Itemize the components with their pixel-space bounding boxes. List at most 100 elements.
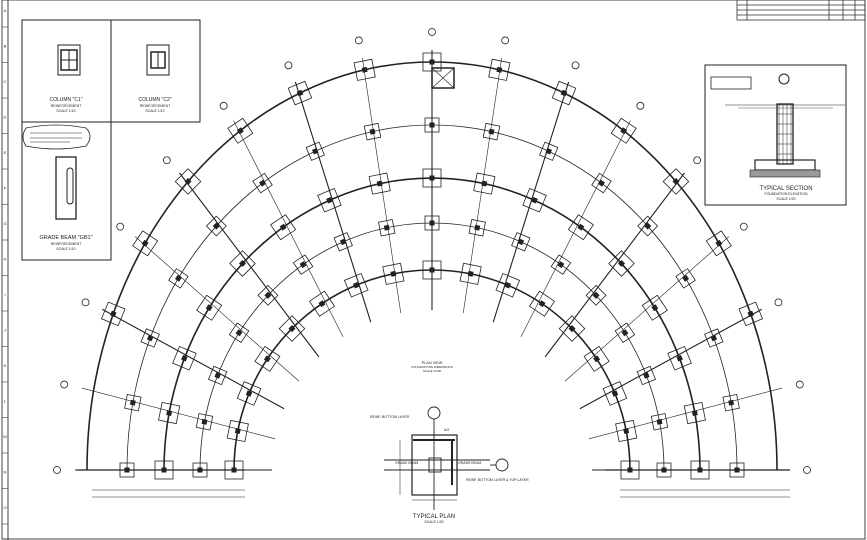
column-footing: [308, 290, 336, 317]
border-letter: K: [4, 363, 7, 368]
column-footing: [650, 413, 669, 431]
column: [611, 390, 619, 397]
grid-bubble: [116, 222, 125, 231]
column: [593, 355, 601, 363]
typical-section-scale: SCALE 1/20: [776, 197, 795, 201]
column: [429, 122, 435, 128]
column: [235, 329, 243, 337]
column: [201, 418, 208, 425]
column: [429, 59, 435, 65]
column-footing: [363, 122, 382, 141]
column: [621, 329, 629, 337]
column-footing: [567, 214, 594, 241]
column-footing: [550, 254, 572, 275]
column-footing: [495, 272, 521, 298]
column: [141, 239, 149, 247]
column-footing: [615, 419, 638, 443]
grid-bubble: [428, 28, 436, 36]
column-footing: [353, 58, 376, 81]
column: [259, 179, 267, 187]
column-footing: [195, 413, 214, 431]
column-c1-title: COLUMN "C1": [50, 97, 83, 103]
column-footing: [174, 168, 202, 195]
column: [166, 410, 173, 416]
column-footing: [591, 172, 612, 194]
column: [129, 399, 136, 406]
border-letter: C: [4, 79, 7, 84]
column: [184, 177, 192, 186]
plan-view-title: PLAN VIEW: [422, 361, 443, 365]
border-letter: H: [4, 257, 7, 262]
column-footing: [172, 345, 197, 371]
border-letter: O: [3, 505, 6, 510]
column: [181, 354, 188, 362]
grid-bubble: [162, 156, 171, 165]
typical-plan-detail: [384, 406, 509, 510]
column-footing: [667, 345, 692, 371]
column-footing: [610, 117, 637, 144]
column-footing: [539, 141, 559, 161]
column-footing: [378, 219, 396, 237]
column: [728, 399, 735, 406]
grid-bubble: [571, 61, 580, 70]
column-footing: [637, 215, 659, 237]
border-letter: A: [4, 8, 7, 13]
title-block: [736, 0, 866, 21]
column: [299, 261, 307, 269]
column-c2-subtitle: REINFORCEMENT: [140, 104, 171, 108]
column-footing: [473, 172, 496, 195]
typical-section-detail: [704, 64, 847, 206]
column: [557, 261, 565, 269]
dimension-label: A/2: [444, 428, 449, 432]
column-detail-boxes: [21, 19, 201, 261]
column: [174, 274, 182, 282]
column-footing: [343, 272, 369, 298]
border-letter: I: [4, 292, 5, 297]
radial-grid-line: [101, 308, 285, 410]
column: [390, 270, 397, 277]
radial-grid-line: [520, 120, 631, 338]
typical-plan-scale: SCALE 1/20: [424, 520, 443, 524]
column: [312, 147, 319, 155]
column-footing: [705, 230, 732, 257]
column-footing: [422, 260, 442, 280]
column: [339, 238, 347, 246]
typical-section-title: TYPICAL SECTION: [759, 186, 812, 192]
grade-beam-subtitle: REINFORCEMENT: [51, 242, 82, 246]
column: [236, 127, 244, 135]
column-footing: [236, 381, 262, 406]
column: [318, 300, 326, 308]
column: [682, 274, 690, 282]
column-footing: [522, 187, 547, 213]
column: [617, 259, 626, 268]
column-footing: [662, 168, 690, 195]
column-footing: [722, 393, 740, 412]
column-c1-subtitle: REINFORCEMENT: [51, 104, 82, 108]
column: [531, 196, 538, 204]
border-letter: B: [4, 44, 7, 49]
column: [577, 223, 585, 231]
column: [361, 66, 368, 73]
typical-section-subtitle: FOUNDATION ELEVATION: [765, 192, 808, 196]
column-footing: [226, 419, 249, 443]
column-footing: [196, 294, 223, 321]
border-letter: J: [4, 328, 6, 333]
column-footing: [382, 262, 405, 285]
column: [481, 180, 488, 187]
column-footing: [368, 172, 391, 195]
column: [109, 310, 117, 318]
column-footing: [333, 232, 353, 252]
column-footing: [254, 345, 281, 372]
column-footing: [675, 268, 696, 289]
column: [496, 66, 503, 73]
column-footing: [468, 219, 486, 237]
column: [467, 270, 474, 277]
grid-bubble: [219, 101, 228, 110]
column-footing: [459, 262, 482, 285]
grid-bubble: [53, 466, 61, 474]
column: [146, 334, 154, 342]
column: [429, 175, 435, 181]
